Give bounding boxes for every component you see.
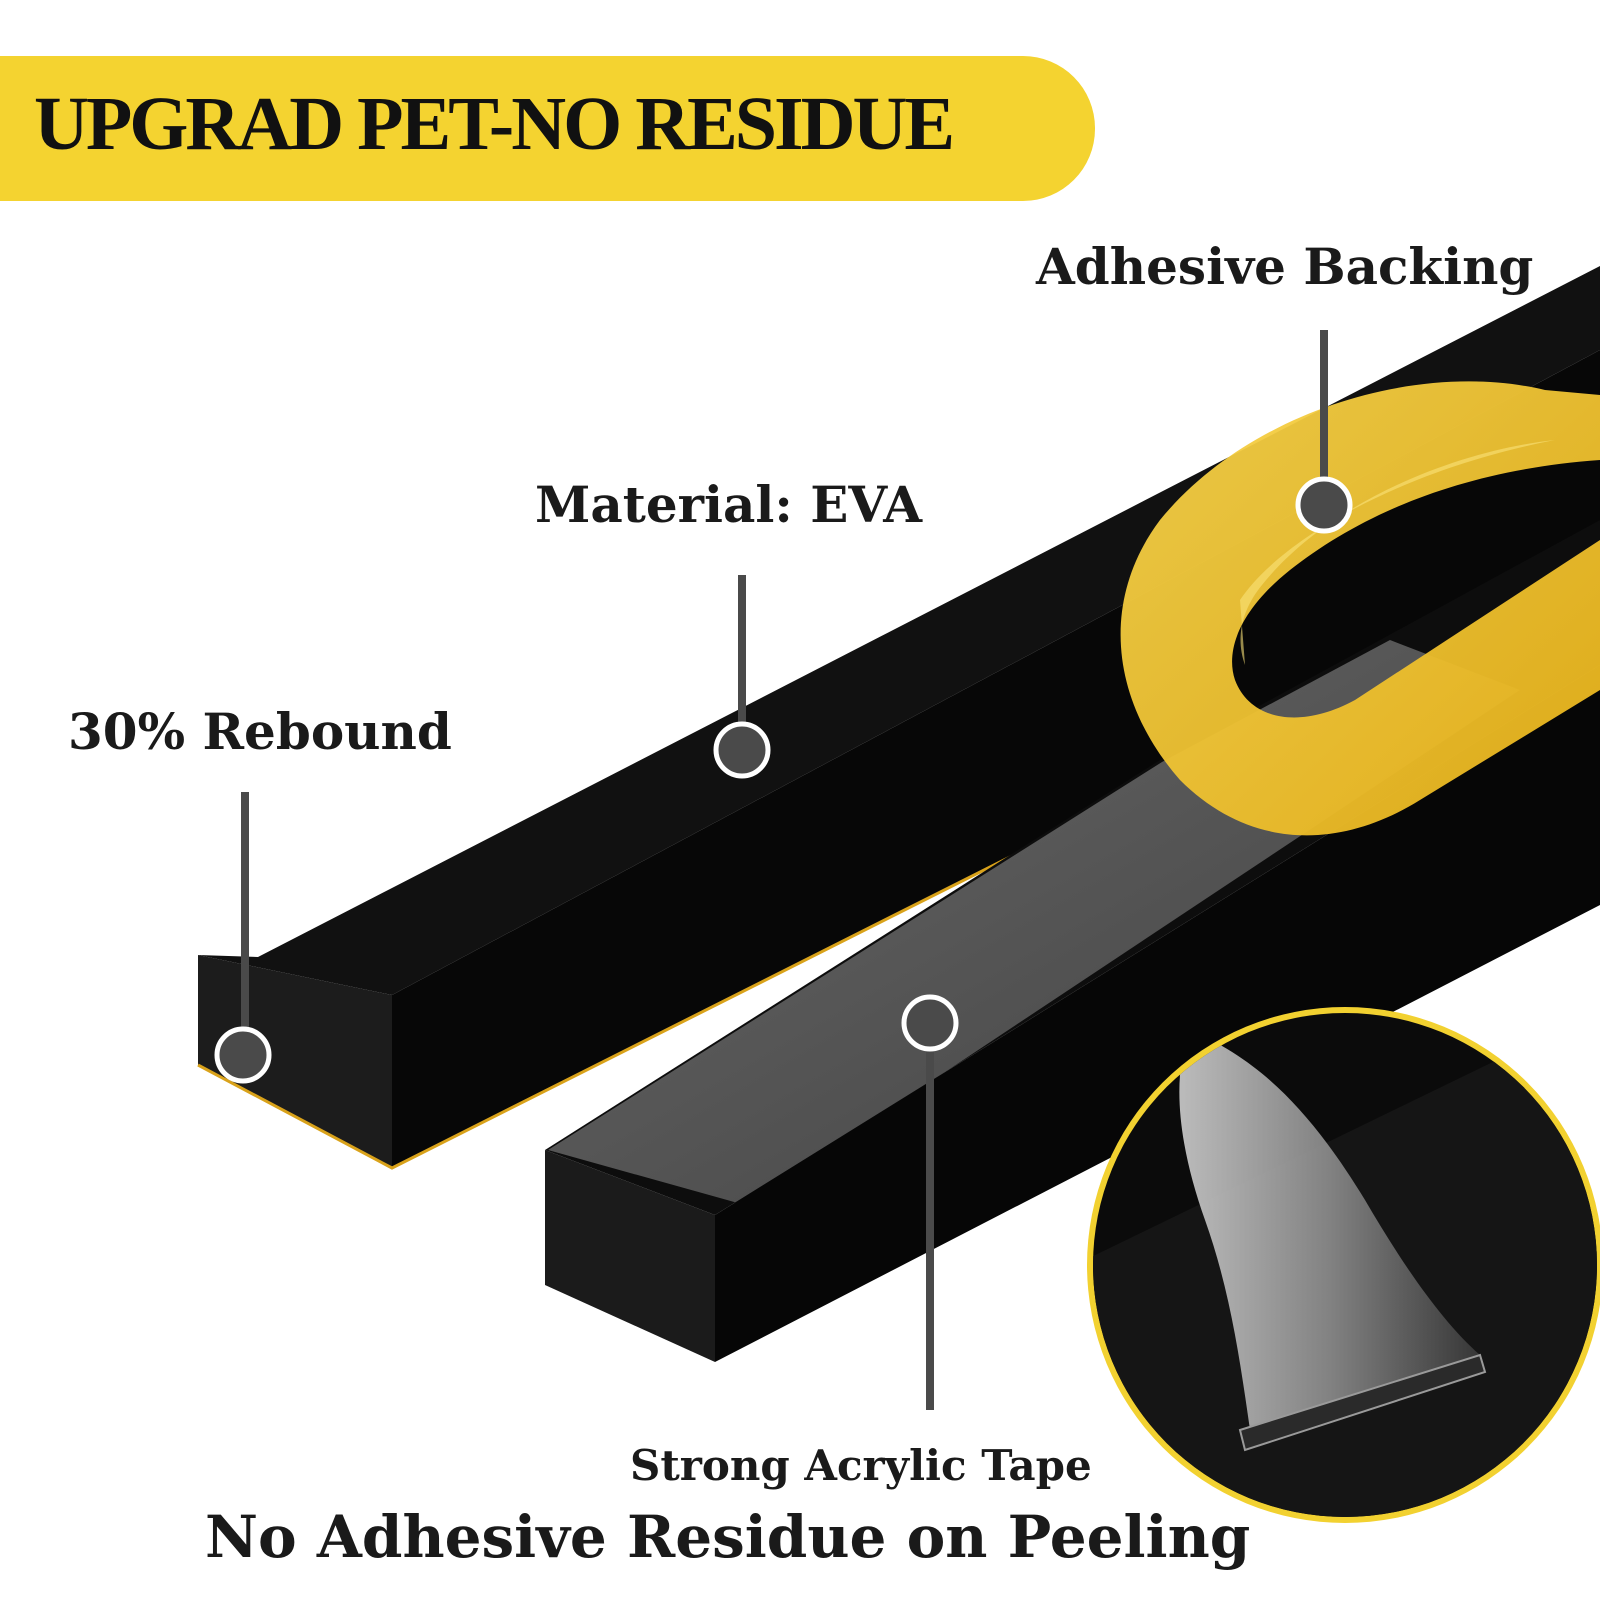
liner-inner-highlight bbox=[1240, 440, 1555, 665]
title-banner bbox=[0, 56, 1095, 201]
liner-outer bbox=[1120, 381, 1600, 836]
callout-material: Material: EVA bbox=[535, 475, 923, 534]
marker-material bbox=[713, 721, 771, 779]
closeup-inset bbox=[1087, 1007, 1600, 1523]
foam-strip-right-side bbox=[715, 665, 1600, 1362]
inset-peeling-film bbox=[1179, 1030, 1480, 1430]
callout-rebound: 30% Rebound bbox=[68, 702, 452, 761]
callout-tape: Strong Acrylic Tape bbox=[630, 1441, 1092, 1490]
callout-adhesive-backing: Adhesive Backing bbox=[1036, 237, 1534, 296]
banner-title: UPGRAD PET-NO RESIDUE bbox=[34, 82, 955, 166]
marker-adhesive-backing bbox=[1295, 476, 1353, 534]
peeled-liner bbox=[1120, 381, 1600, 836]
callout-no-residue: No Adhesive Residue on Peeling bbox=[205, 1503, 1251, 1571]
foam-strip-right-front bbox=[545, 1150, 715, 1362]
marker-tape bbox=[901, 994, 959, 1052]
marker-rebound bbox=[214, 1026, 272, 1084]
leader-lines bbox=[214, 330, 1353, 1410]
inset-strip-edge bbox=[1238, 1353, 1487, 1452]
